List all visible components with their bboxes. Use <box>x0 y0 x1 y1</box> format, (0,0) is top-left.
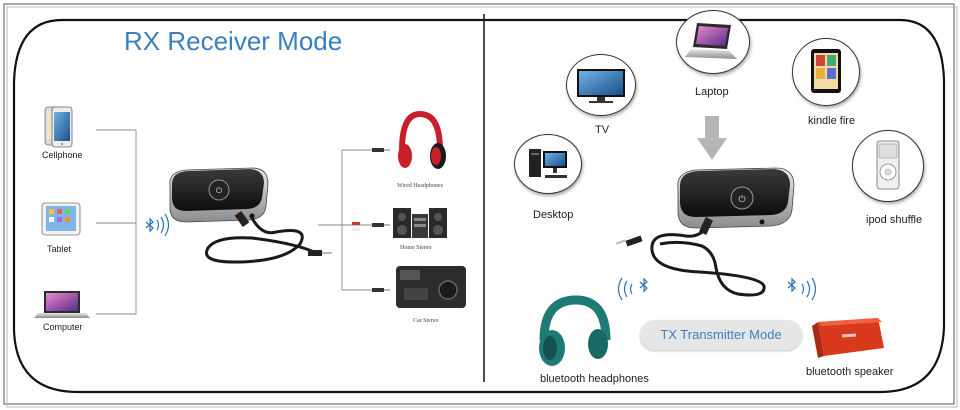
ereader-icon <box>811 49 841 93</box>
rx-output-connectors <box>318 149 376 291</box>
output-label-car-stereo: Car Stereo <box>413 318 439 324</box>
music-player-icon <box>876 140 900 190</box>
laptop-icon <box>685 23 737 59</box>
output-label-wired-headphones: Wired Headphones <box>397 183 443 189</box>
bluetooth-speaker-icon <box>812 318 884 358</box>
tx-bluetooth-adapter: ⏻ <box>677 167 795 229</box>
kindle-circle <box>792 38 860 106</box>
source-label-desktop: Desktop <box>533 209 574 221</box>
source-label-laptop: Laptop <box>695 86 729 98</box>
tv-circle <box>566 54 636 116</box>
source-label-computer: Computer <box>43 322 83 332</box>
laptop-icon <box>34 291 90 318</box>
bluetooth-waves-right-icon <box>787 277 817 301</box>
rx-output-plugs <box>352 148 390 292</box>
outer-border-shadow <box>6 6 958 408</box>
svg-text:⏻: ⏻ <box>738 194 745 205</box>
stereo-speaker-icon <box>393 208 447 238</box>
svg-text:⏻: ⏻ <box>216 186 223 195</box>
outer-border <box>3 3 955 405</box>
rx-source-connectors <box>96 129 137 315</box>
source-label-cellphone: Cellphone <box>42 150 83 160</box>
smartphone-icon <box>44 106 73 148</box>
tx-mode-badge: TX Transmitter Mode <box>640 320 802 350</box>
down-arrow-icon <box>697 116 727 160</box>
source-label-tablet: Tablet <box>47 244 72 254</box>
bluetooth-waves-icon <box>145 213 170 237</box>
source-label-tv: TV <box>595 124 610 136</box>
laptop-circle <box>676 10 750 74</box>
ipod-circle <box>852 130 924 202</box>
wireless-headphones-icon <box>539 295 611 366</box>
source-label-ipod-shuffle: ipod shuffle <box>866 214 923 226</box>
bluetooth-waves-left-icon <box>617 277 648 301</box>
car-stereo-icon <box>396 266 466 308</box>
receiver-label-bluetooth-speaker: bluetooth speaker <box>806 366 894 378</box>
desktop-circle <box>514 134 582 194</box>
tablet-icon <box>41 202 81 236</box>
rx-audio-cable <box>205 210 332 264</box>
tv-icon <box>577 69 625 103</box>
rx-mode-title: RX Receiver Mode <box>124 26 343 56</box>
tx-audio-cable <box>615 217 766 297</box>
tx-mode-label: TX Transmitter Mode <box>660 327 782 342</box>
rounded-panel-outline <box>12 18 946 394</box>
source-label-kindle-fire: kindle fire <box>808 115 856 127</box>
rx-bluetooth-adapter: ⏻ <box>169 167 269 223</box>
receiver-label-bluetooth-headphones: bluetooth headphones <box>540 373 649 385</box>
output-label-home-stereo: Home Stereo <box>400 245 432 251</box>
headphones-icon <box>398 110 446 169</box>
desktop-computer-icon <box>529 149 567 178</box>
